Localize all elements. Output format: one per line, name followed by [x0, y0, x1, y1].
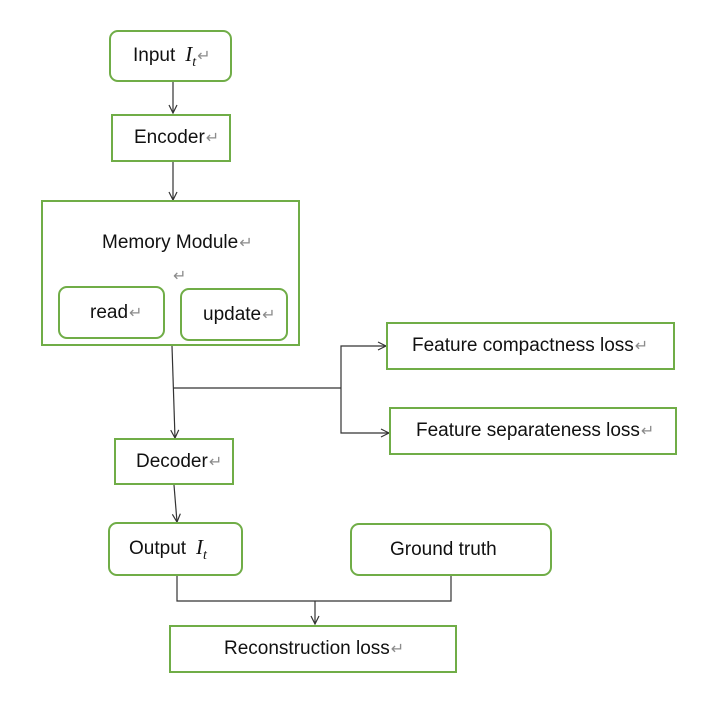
- paragraph-mark-icon: ↵: [129, 304, 143, 322]
- paragraph-mark-icon: ↵: [197, 48, 211, 65]
- line-output-merge: [176, 576, 452, 602]
- paragraph-mark-icon: ↵: [173, 268, 187, 285]
- paragraph-mark-icon: ↵: [390, 641, 405, 658]
- decoder-label: Decoder: [136, 450, 208, 472]
- arrow-decoder-to-output: [174, 484, 177, 522]
- memory-module-node: Memory Module↵ ↵ read ↵ update ↵: [41, 200, 300, 346]
- ground-truth-label: Ground truth: [390, 538, 497, 560]
- encoder-node: Encoder ↵: [111, 114, 231, 162]
- separateness-loss-node: Feature separateness loss ↵: [389, 407, 677, 455]
- memory-module-title: Memory Module↵: [102, 232, 253, 254]
- input-node: Input It ↵: [109, 30, 232, 82]
- update-node: update ↵: [180, 288, 288, 341]
- ground-truth-node: Ground truth: [350, 523, 552, 576]
- reconstruction-loss-node: Reconstruction loss ↵: [169, 625, 457, 673]
- paragraph-mark-icon: ↵: [640, 423, 655, 440]
- paragraph-mark-icon: ↵: [205, 130, 220, 147]
- read-node: read ↵: [58, 286, 165, 339]
- separateness-loss-label: Feature separateness loss: [416, 420, 640, 441]
- paragraph-mark-icon: ↵: [262, 306, 276, 324]
- read-label: read: [90, 301, 129, 323]
- arrow-to-compactness-loss: [340, 346, 386, 388]
- output-node: Output It: [108, 522, 243, 576]
- reconstruction-loss-label: Reconstruction loss: [224, 638, 390, 659]
- memory-module-label: Memory Module: [102, 232, 239, 253]
- output-label: Output: [129, 538, 187, 559]
- arrow-to-separateness-loss: [340, 388, 389, 433]
- output-variable: It: [196, 534, 207, 563]
- update-label: update: [203, 303, 262, 325]
- arrow-memory-to-decoder: [172, 345, 175, 438]
- paragraph-mark-icon: ↵: [208, 453, 223, 471]
- encoder-label: Encoder: [134, 127, 205, 148]
- input-variable: It: [185, 41, 197, 70]
- compactness-loss-node: Feature compactness loss ↵: [386, 322, 675, 370]
- paragraph-mark-icon: ↵: [634, 338, 649, 355]
- input-label: Input: [133, 45, 176, 66]
- compactness-loss-label: Feature compactness loss: [412, 335, 634, 356]
- paragraph-mark-icon: ↵: [239, 235, 253, 252]
- decoder-node: Decoder ↵: [114, 438, 234, 485]
